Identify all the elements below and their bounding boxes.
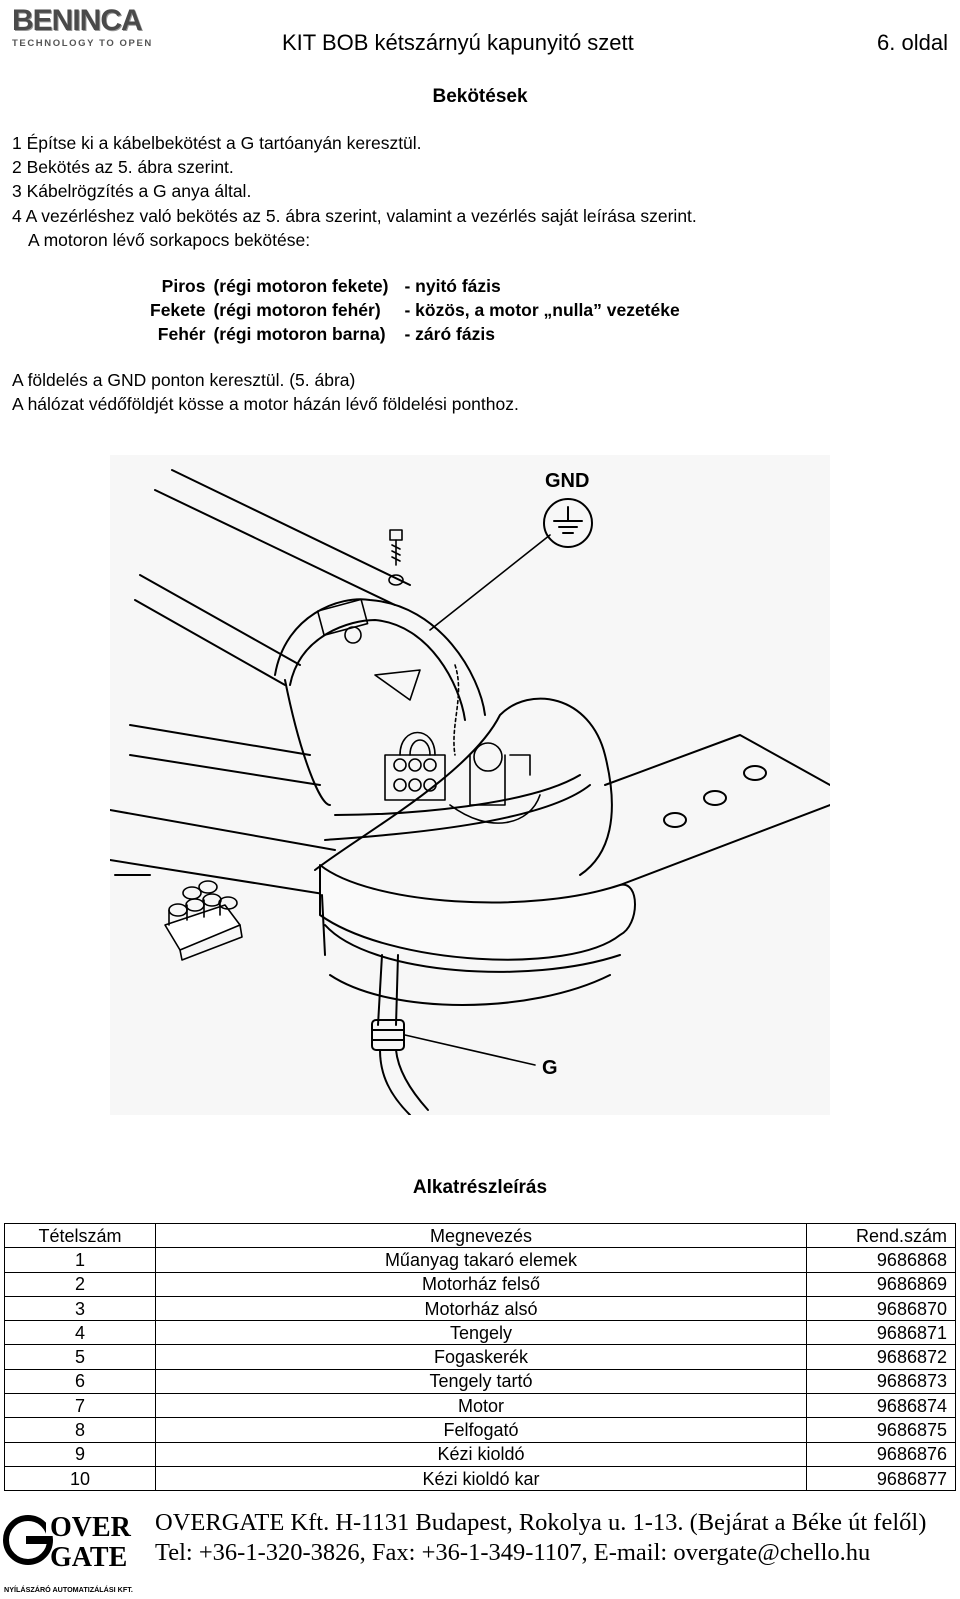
loose-terminal-block: [164, 880, 243, 961]
overgate-logo: OVER GATE NYÍLÁSZÁRÓ AUTOMATIZÁLÁSI KFT.: [3, 1512, 133, 1594]
wire-function: - közös, a motor „nulla” vezetéke: [404, 300, 680, 321]
gnd-callout: [429, 498, 593, 631]
cell-name: Kézi kioldó kar: [155, 1465, 807, 1492]
cell-name: Kézi kioldó: [155, 1441, 807, 1467]
footer-phone-email: Tel: +36-1-320-3826, Fax: +36-1-349-1107…: [155, 1539, 871, 1566]
note-line: A földelés a GND ponton keresztül. (5. á…: [12, 370, 356, 390]
terminal-intro: A motoron lévő sorkapocs bekötése:: [28, 229, 311, 250]
document-title: KIT BOB kétszárnyú kapunyitó szett: [282, 30, 634, 55]
page-number: 6. oldal: [877, 30, 948, 55]
wire-function: - nyitó fázis: [404, 276, 501, 296]
grounding-notes: A földelés a GND ponton keresztül. (5. á…: [12, 368, 519, 416]
table-header-row: Tételszám Megnevezés Rend.szám: [4, 1222, 956, 1249]
wire-table: Piros (régi motoron fekete) - nyitó fázi…: [150, 274, 686, 347]
logo-bottom-text: GATE: [50, 1542, 127, 1573]
logo-subtitle: NYÍLÁSZÁRÓ AUTOMATIZÁLÁSI KFT.: [4, 1585, 133, 1594]
cell-item-number: 6: [4, 1368, 156, 1395]
mounting-bracket: [604, 734, 830, 886]
wire-row: Fekete (régi motoron fehér) - közös, a m…: [150, 298, 686, 322]
wire-function: - záró fázis: [404, 324, 495, 345]
section-title-parts: Alkatrészleírás: [412, 1177, 548, 1198]
cell-name: Tengely tartó: [155, 1368, 807, 1395]
wire-old: (régi motoron barna): [213, 324, 386, 345]
cell-item-number: 2: [4, 1271, 156, 1297]
wire-old: (régi motoron fekete): [213, 276, 389, 296]
cell-name: Motorház alsó: [155, 1295, 807, 1322]
cell-name: Felfogató: [155, 1417, 807, 1443]
step-item: 4 A vezérléshez való bekötés az 5. ábra …: [12, 205, 697, 226]
cell-item-number: 1: [4, 1247, 156, 1273]
cell-name: Fogaskerék: [155, 1344, 807, 1370]
step-item: 1 Építse ki a kábelbekötést a G tartóany…: [12, 133, 422, 153]
motor-wiring-diagram: GND G: [110, 455, 830, 1115]
step-item: 2 Bekötés az 5. ábra szerint.: [12, 157, 234, 178]
cell-order-number: 9686875: [806, 1417, 956, 1443]
cell-order-number: 9686869: [806, 1271, 956, 1297]
logo-brand: BENINCA: [12, 4, 143, 37]
cell-item-number: 7: [4, 1393, 156, 1419]
beninca-logo: BENINCA TECHNOLOGY TO OPEN: [12, 6, 172, 50]
cell-item-number: 3: [4, 1295, 156, 1322]
cell-order-number: 9686877: [806, 1465, 956, 1492]
wire-color: Piros: [161, 276, 206, 296]
wire-row: Piros (régi motoron fekete) - nyitó fázi…: [150, 274, 686, 298]
cell-item-number: 4: [4, 1320, 156, 1346]
cell-item-number: 10: [4, 1465, 156, 1492]
cell-name: Tengely: [155, 1320, 807, 1346]
cell-order-number: 9686871: [806, 1320, 956, 1346]
cell-item-number: 5: [4, 1344, 156, 1370]
motor-housing: [274, 598, 636, 1006]
footer-contact: OVERGATE Kft. H-1131 Budapest, Rokolya u…: [155, 1508, 926, 1568]
ground-screw: [388, 529, 404, 586]
logo-top-text: OVER: [50, 1512, 132, 1543]
cell-order-number: 9686873: [806, 1368, 956, 1395]
motor-arm: [110, 469, 411, 896]
connection-steps: 1 Építse ki a kábelbekötést a G tartóany…: [12, 131, 697, 252]
logo-tagline: TECHNOLOGY TO OPEN: [12, 38, 153, 49]
gnd-label: GND: [545, 470, 589, 492]
terminal-area: [316, 598, 541, 824]
wire-old: (régi motoron fehér): [213, 300, 381, 321]
cell-order-number: 9686870: [806, 1295, 956, 1322]
cell-order-number: 9686872: [806, 1344, 956, 1370]
step-item: 3 Kábelrögzítés a G anya által.: [12, 181, 252, 202]
col-header-name: Megnevezés: [155, 1222, 807, 1249]
g-label: G: [542, 1057, 558, 1079]
col-header-order-number: Rend.szám: [806, 1222, 956, 1249]
cell-order-number: 9686874: [806, 1393, 956, 1419]
wire-row: Fehér (régi motoron barna) - záró fázis: [150, 322, 686, 346]
cable-gland: [371, 954, 536, 1115]
cell-order-number: 9686868: [806, 1247, 956, 1273]
cell-item-number: 8: [4, 1417, 156, 1443]
cell-order-number: 9686876: [806, 1441, 956, 1467]
note-line: A hálózat védőföldjét kösse a motor házá…: [12, 394, 519, 415]
wire-color: Fehér: [157, 324, 206, 345]
cell-item-number: 9: [4, 1441, 156, 1467]
col-header-item-number: Tételszám: [4, 1222, 156, 1249]
section-title-connections: Bekötések: [432, 86, 528, 107]
footer-address: OVERGATE Kft. H-1131 Budapest, Rokolya u…: [155, 1509, 927, 1536]
cell-name: Műanyag takaró elemek: [155, 1247, 807, 1273]
cell-name: Motorház felső: [155, 1271, 807, 1297]
wire-color: Fekete: [150, 300, 206, 321]
cell-name: Motor: [155, 1393, 807, 1419]
